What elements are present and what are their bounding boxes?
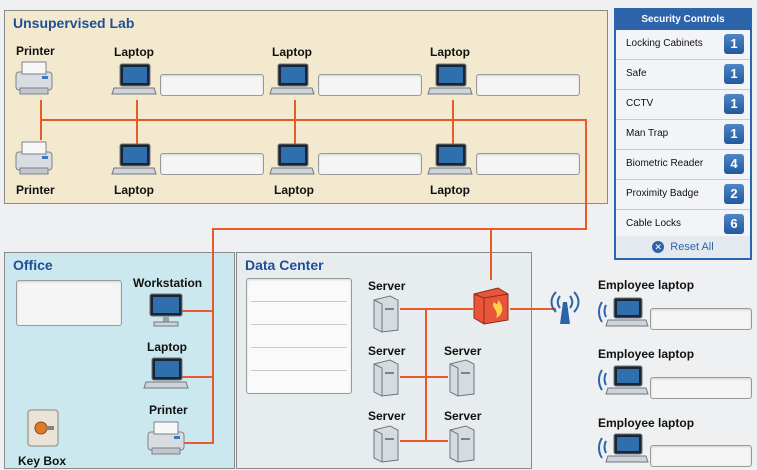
employee-laptop-drop-slot[interactable]	[650, 445, 752, 467]
control-count-badge[interactable]: 2	[724, 184, 744, 204]
control-man-trap[interactable]: Man Trap 1	[616, 120, 750, 150]
key-box-label: Key Box	[18, 454, 67, 468]
cable	[180, 442, 214, 444]
laptop-drop-slot[interactable]	[160, 153, 264, 175]
employee-laptop-icon[interactable]	[598, 294, 650, 334]
control-count-badge[interactable]: 6	[724, 214, 744, 234]
employee-laptop-label: Employee laptop	[598, 347, 695, 361]
laptop-icon[interactable]	[426, 62, 474, 100]
laptop-label: Laptop	[147, 340, 187, 354]
server-icon[interactable]	[446, 424, 476, 464]
workstation-label: Workstation	[133, 276, 203, 290]
cable	[490, 228, 492, 280]
server-icon[interactable]	[370, 294, 400, 334]
key-box-icon[interactable]	[26, 408, 60, 448]
cable	[452, 100, 454, 144]
laptop-drop-slot[interactable]	[476, 153, 580, 175]
server-label: Server	[368, 279, 406, 293]
server-icon[interactable]	[370, 358, 400, 398]
cable	[425, 308, 473, 310]
employee-laptop-label: Employee laptop	[598, 416, 695, 430]
cable	[180, 310, 214, 312]
laptop-drop-slot[interactable]	[318, 153, 422, 175]
cable	[400, 308, 426, 310]
zone-title-office: Office	[13, 257, 53, 273]
laptop-icon[interactable]	[268, 62, 316, 100]
control-count-badge[interactable]: 1	[724, 94, 744, 114]
printer-icon[interactable]	[144, 418, 188, 458]
control-count-badge[interactable]: 1	[724, 64, 744, 84]
zone-title-lab: Unsupervised Lab	[13, 15, 135, 31]
control-name: Proximity Badge	[626, 188, 699, 199]
control-name: Safe	[626, 68, 647, 79]
control-name: CCTV	[626, 98, 654, 109]
cable	[294, 100, 296, 144]
control-safe[interactable]: Safe 1	[616, 60, 750, 90]
cable	[212, 228, 214, 444]
control-proximity-badge[interactable]: Proximity Badge 2	[616, 180, 750, 210]
control-name: Man Trap	[626, 128, 669, 139]
data-center-rack-slot[interactable]	[246, 278, 352, 394]
server-label: Server	[444, 344, 482, 358]
laptop-label: Laptop	[430, 45, 470, 59]
laptop-label: Laptop	[272, 45, 312, 59]
reset-all-button[interactable]: ✕ Reset All	[616, 236, 750, 258]
reset-all-label: Reset All	[670, 241, 714, 253]
cable	[400, 440, 448, 442]
printer-icon[interactable]	[12, 138, 56, 178]
wireless-antenna-icon[interactable]	[548, 286, 582, 326]
laptop-drop-slot[interactable]	[476, 74, 580, 96]
control-biometric-reader[interactable]: Biometric Reader 4	[616, 150, 750, 180]
laptop-icon[interactable]	[142, 356, 190, 394]
employee-laptop-drop-slot[interactable]	[650, 377, 752, 399]
close-icon: ✕	[652, 241, 665, 254]
laptop-drop-slot[interactable]	[318, 74, 422, 96]
control-name: Biometric Reader	[626, 158, 704, 169]
control-name: Cable Locks	[626, 218, 682, 229]
laptop-drop-slot[interactable]	[160, 74, 264, 96]
employee-laptop-icon[interactable]	[598, 362, 650, 402]
control-count-badge[interactable]: 4	[724, 154, 744, 174]
printer-icon[interactable]	[12, 58, 56, 98]
zone-title-datacenter: Data Center	[245, 257, 324, 273]
security-controls-panel: Security Controls Locking Cabinets 1 Saf…	[614, 8, 752, 260]
server-icon[interactable]	[370, 424, 400, 464]
laptop-icon[interactable]	[110, 62, 158, 100]
server-label: Server	[444, 409, 482, 423]
laptop-label: Laptop	[430, 183, 470, 197]
office-drop-slot[interactable]	[16, 280, 122, 326]
cable	[510, 308, 556, 310]
server-icon[interactable]	[446, 358, 476, 398]
control-locking-cabinets[interactable]: Locking Cabinets 1	[616, 30, 750, 60]
employee-laptop-drop-slot[interactable]	[650, 308, 752, 330]
server-label: Server	[368, 409, 406, 423]
cable	[40, 100, 42, 140]
control-count-badge[interactable]: 1	[724, 34, 744, 54]
control-name: Locking Cabinets	[626, 38, 703, 49]
cable	[180, 376, 214, 378]
cable	[40, 119, 586, 121]
employee-laptop-label: Employee laptop	[598, 278, 695, 292]
control-cctv[interactable]: CCTV 1	[616, 90, 750, 120]
printer-label: Printer	[149, 403, 188, 417]
laptop-icon[interactable]	[426, 142, 474, 180]
laptop-label: Laptop	[274, 183, 314, 197]
cable	[212, 228, 587, 230]
workstation-icon[interactable]	[146, 292, 186, 330]
cable	[136, 100, 138, 144]
laptop-icon[interactable]	[110, 142, 158, 180]
laptop-label: Laptop	[114, 183, 154, 197]
laptop-icon[interactable]	[268, 142, 316, 180]
employee-laptop-icon[interactable]	[598, 430, 650, 470]
firewall-icon[interactable]	[470, 284, 512, 326]
server-label: Server	[368, 344, 406, 358]
control-count-badge[interactable]: 1	[724, 124, 744, 144]
cable	[585, 119, 587, 228]
security-controls-title: Security Controls	[616, 10, 750, 30]
cable	[425, 308, 427, 442]
cable	[400, 376, 448, 378]
printer-label: Printer	[16, 183, 55, 197]
printer-label: Printer	[16, 44, 55, 58]
laptop-label: Laptop	[114, 45, 154, 59]
